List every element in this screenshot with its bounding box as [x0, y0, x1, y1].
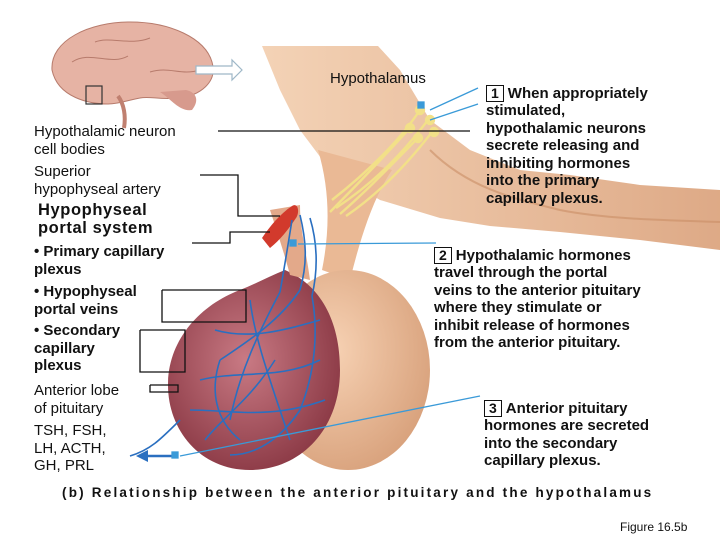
figure-caption: (b) Relationship between the anterior pi…	[62, 485, 654, 500]
hypothalamic-neurons	[329, 104, 440, 217]
callout-arrow-icon	[195, 58, 243, 82]
portal-vessels	[129, 214, 326, 457]
step-3-text: Anterior pituitary hormones are secreted…	[484, 399, 650, 470]
label-portal-system: Hypophyseal portal system	[38, 201, 154, 237]
label-hypothalamus: Hypothalamus	[330, 70, 426, 87]
step-3-number: 3	[484, 399, 502, 417]
brain-thumbnail-icon	[51, 21, 214, 129]
label-neuron-cell-bodies: Hypothalamic neuron cell bodies	[34, 123, 176, 158]
step-2-number: 2	[434, 246, 452, 264]
label-superior-hypophyseal-artery: Superior hypophyseal artery	[34, 163, 161, 198]
infundibulum	[318, 150, 392, 280]
anterior-lobe-shape	[168, 270, 340, 470]
step-leader-lines	[171, 87, 481, 459]
label-portal-veins: • Hypophyseal portal veins	[34, 283, 137, 318]
superior-hypophyseal-artery	[262, 205, 299, 248]
leader-lines	[139, 130, 470, 393]
hypothalamus-tissue	[262, 46, 720, 250]
label-primary-capillary-plexus: • Primary capillary plexus	[34, 243, 165, 278]
label-hormones: TSH, FSH, LH, ACTH, GH, PRL	[34, 422, 107, 474]
label-secondary-capillary-plexus: • Secondary capillary plexus	[34, 322, 121, 374]
step-1-text: When appropriately stimulated, hypothala…	[486, 84, 648, 207]
step-2-text: Hypothalamic hormones travel through the…	[434, 246, 641, 352]
figure-label: Figure 16.5b	[620, 520, 688, 534]
blood-flow-arrow-icon	[136, 450, 172, 462]
step-1-number: 1	[486, 84, 504, 102]
label-anterior-lobe: Anterior lobe of pituitary	[34, 382, 120, 417]
